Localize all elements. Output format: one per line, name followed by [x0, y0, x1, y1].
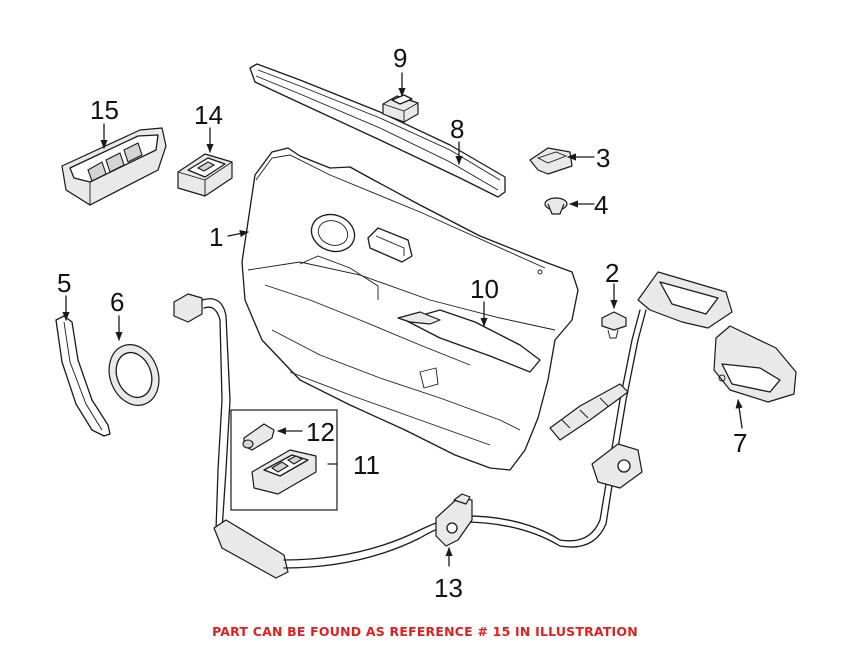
callout-1: 1	[209, 222, 223, 252]
leader-lines	[62, 72, 743, 567]
part-3-clip	[529, 147, 573, 175]
part-15-window-switch	[61, 127, 167, 206]
callout-15: 15	[90, 95, 119, 125]
part-14-single-switch	[177, 153, 233, 197]
callout-13: 13	[434, 573, 463, 603]
callout-6: 6	[110, 287, 124, 317]
callout-8: 8	[450, 114, 464, 144]
callout-4: 4	[594, 190, 608, 220]
part-13-bracket	[435, 493, 473, 547]
part-9-clip	[382, 94, 419, 123]
callout-12: 12	[306, 417, 335, 447]
callout-14: 14	[194, 100, 223, 130]
part-10-armrest-trim	[397, 311, 441, 325]
callout-5: 5	[57, 268, 71, 298]
part-2-clip	[601, 311, 627, 339]
callout-3: 3	[596, 143, 610, 173]
callout-2: 2	[605, 258, 619, 288]
mounting-bracket	[549, 383, 643, 489]
reference-caption: PART CAN BE FOUND AS REFERENCE # 15 IN I…	[212, 624, 638, 639]
parts-11-12-inset	[230, 409, 338, 511]
part-7-handle-bezel	[713, 325, 797, 403]
part-4-push-clip	[544, 197, 568, 215]
wiring-harness	[173, 293, 647, 579]
callout-labels: 1 2 3 4 5 6 7 8 9 10 11 12 13 14 15	[57, 43, 747, 603]
part-6-speaker-ring	[108, 344, 160, 406]
part-8-trim-strip	[249, 63, 506, 198]
part-1-door-panel	[241, 147, 579, 471]
part-5-pillar-trim	[55, 315, 111, 437]
callout-9: 9	[393, 43, 407, 73]
callout-7: 7	[733, 428, 747, 458]
inner-handle-housing	[637, 271, 733, 329]
callout-11: 11	[353, 450, 380, 480]
callout-10: 10	[470, 274, 499, 304]
